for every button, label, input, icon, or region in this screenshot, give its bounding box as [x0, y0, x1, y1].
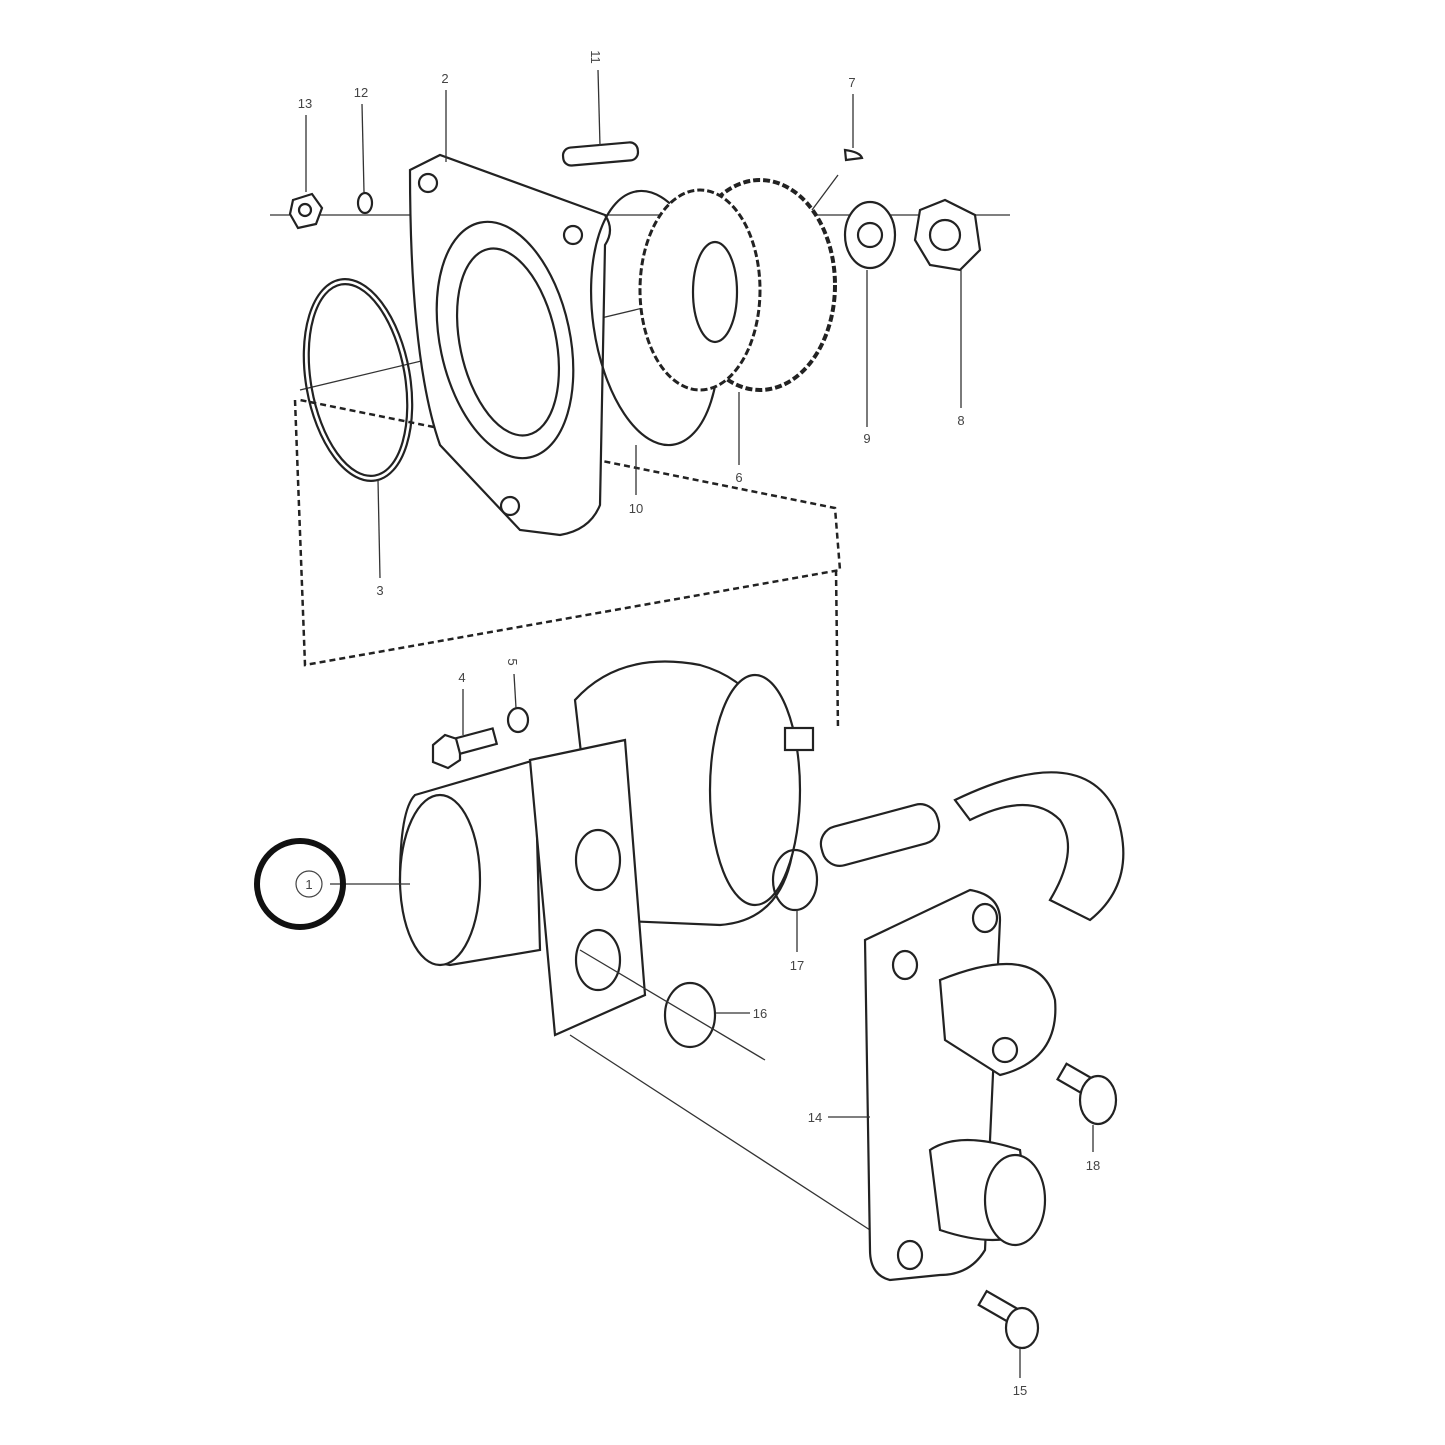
part-4-bolt: [431, 727, 499, 770]
part-15-screw: [977, 1289, 1040, 1350]
part-18-plug: [1056, 1062, 1118, 1126]
callout-14[interactable]: 14: [808, 1110, 822, 1125]
callout-17[interactable]: 17: [790, 958, 804, 973]
part-3-o-ring: [302, 278, 414, 482]
part-17-o-ring: [771, 848, 819, 912]
axis-line-14: [569, 1034, 871, 1231]
part-5-washer: [506, 706, 530, 734]
part-6-gear: [638, 178, 837, 392]
axis-line-16: [579, 949, 766, 1061]
part-2-bearing-housing: [408, 153, 612, 537]
part-8-nut: [913, 198, 982, 272]
part-16-o-ring: [663, 981, 717, 1049]
callout-circle-1: [295, 870, 323, 898]
callout-6[interactable]: 6: [735, 470, 742, 485]
highlight-ring-part-1: [254, 838, 346, 930]
callout-5[interactable]: 5: [505, 658, 520, 665]
callout-15[interactable]: 15: [1013, 1383, 1027, 1398]
part-7-key: [843, 148, 864, 162]
callout-12[interactable]: 12: [354, 85, 368, 100]
part-14-outlet-cover: [863, 888, 1057, 1282]
callout-16[interactable]: 16: [753, 1006, 767, 1021]
part-12-washer: [356, 191, 374, 215]
leader-lines: [305, 69, 1094, 1378]
assembly-bracket: [293, 398, 842, 667]
hose: [819, 771, 1125, 922]
part-13-nut: [288, 192, 324, 230]
callout-11[interactable]: 11: [588, 50, 603, 64]
callout-4[interactable]: 4: [458, 670, 465, 685]
part-1-pump-body: [398, 660, 815, 1037]
callout-2[interactable]: 2: [441, 71, 448, 86]
callout-7[interactable]: 7: [848, 75, 855, 90]
callout-9[interactable]: 9: [863, 431, 870, 446]
part-9-lock-washer: [843, 200, 897, 270]
callout-10[interactable]: 10: [629, 501, 643, 516]
callout-3[interactable]: 3: [376, 583, 383, 598]
assembly-bracket-drop: [834, 569, 840, 731]
callout-18[interactable]: 18: [1086, 1158, 1100, 1173]
callout-13[interactable]: 13: [298, 96, 312, 111]
callout-8[interactable]: 8: [957, 413, 964, 428]
callout-1[interactable]: 1: [305, 877, 312, 892]
part-3-o-ring-inner: [307, 283, 409, 477]
arrow-7: [811, 174, 839, 211]
